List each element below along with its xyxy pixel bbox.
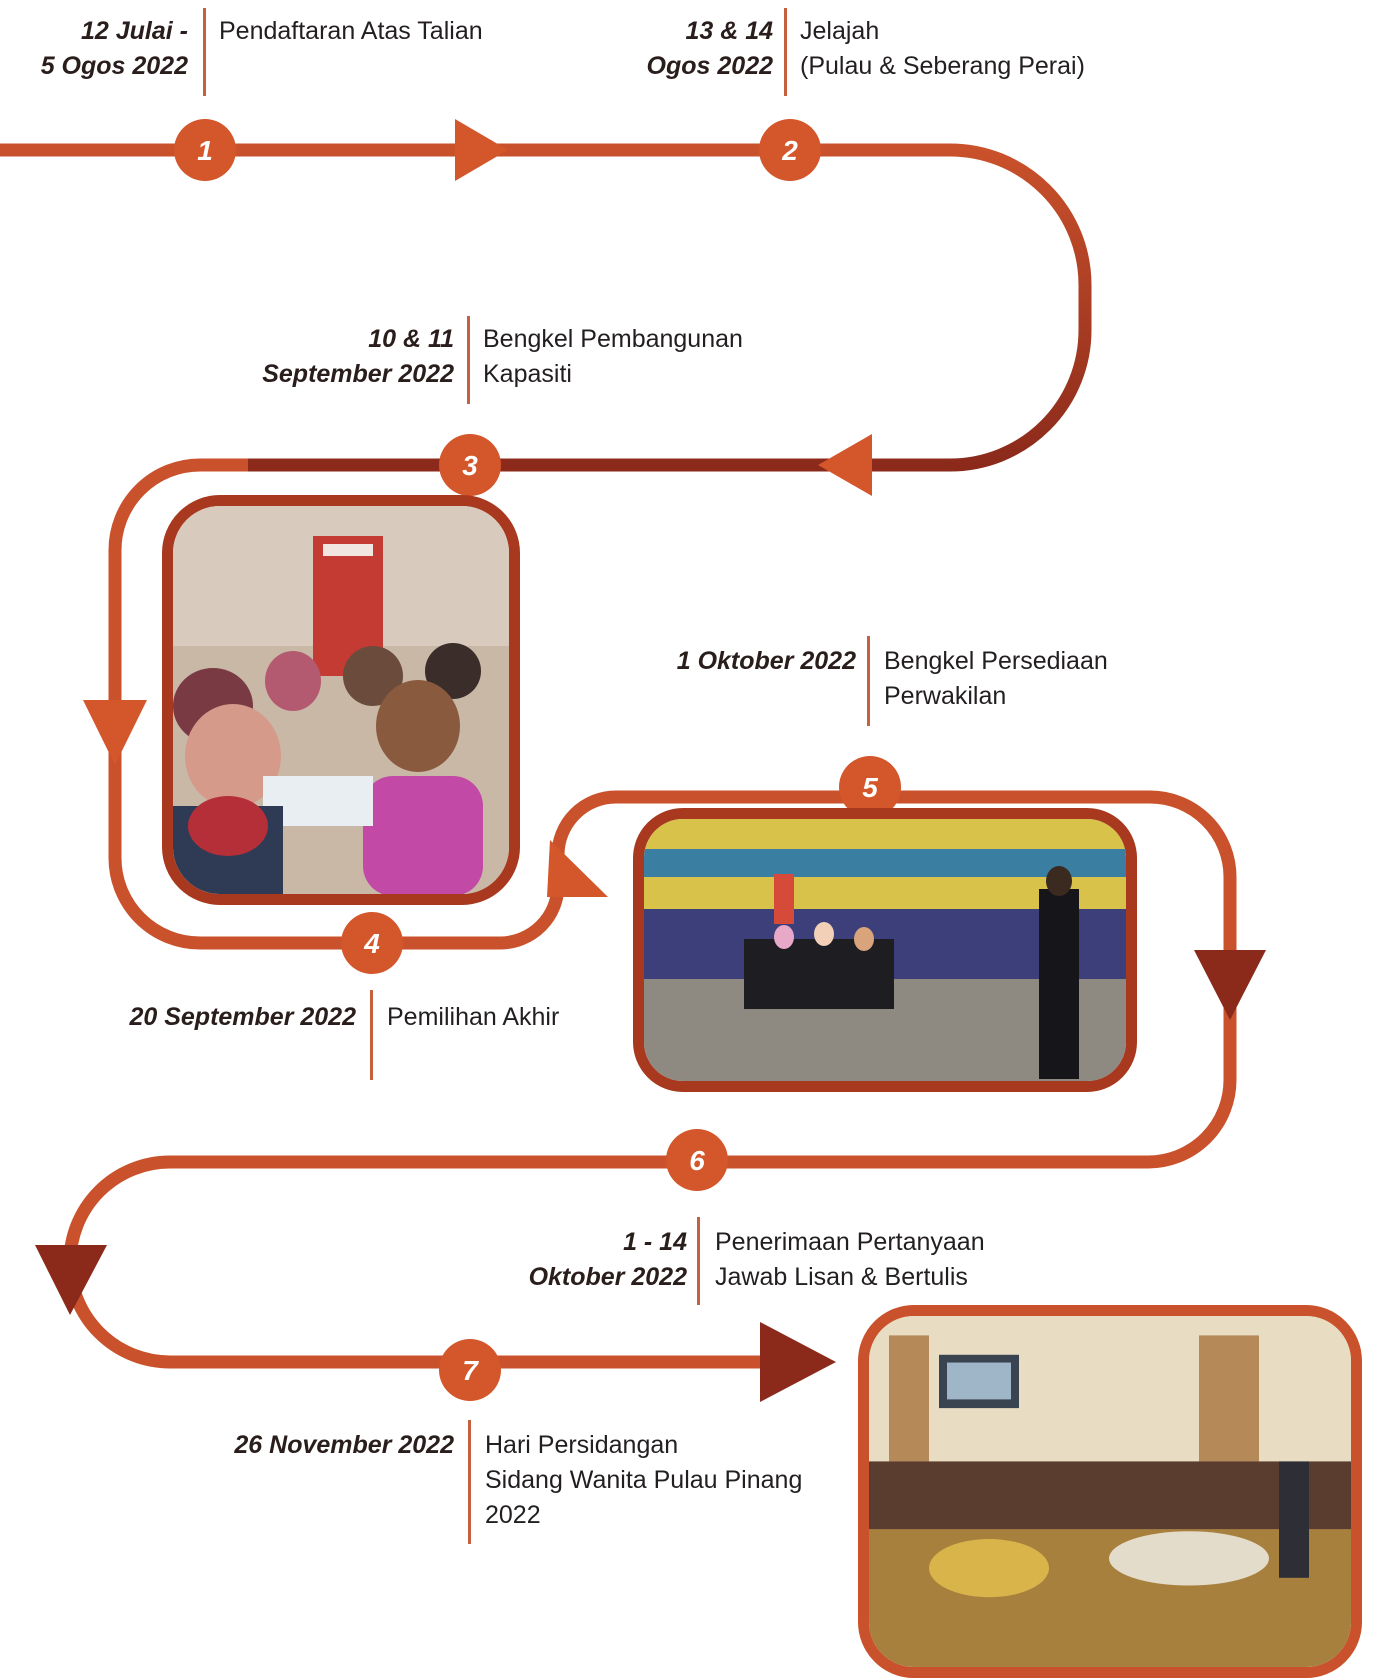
milestone-date: 26 November 2022 [234,1428,454,1463]
desc-line: Sidang Wanita Pulau Pinang [485,1466,803,1494]
date-line: Oktober 2022 [528,1263,687,1291]
milestone-description: Bengkel Persediaan Perwakilan [884,644,1108,714]
milestone-badge-1: 1 [174,119,236,181]
badge-number: 2 [781,135,798,166]
desc-line: Perwakilan [884,682,1007,710]
arrow-up-icon [547,840,608,897]
milestone-badge-7: 7 [439,1339,501,1401]
desc-line: Pemilihan Akhir [387,1003,560,1031]
badge-number: 6 [689,1145,705,1176]
milestone-badge-6: 6 [666,1129,728,1191]
milestone-badge-4: 4 [341,912,403,974]
date-line: 5 Ogos 2022 [40,52,188,80]
date-line: 20 September 2022 [129,1003,356,1031]
badge-number: 3 [462,450,478,481]
milestone-description: Pemilihan Akhir [387,1000,559,1035]
milestone-date: 1 Oktober 2022 [677,644,856,679]
milestone-date: 12 Julai - 5 Ogos 2022 [41,14,188,84]
badge-number: 5 [862,772,878,803]
milestone-date: 13 & 14 Ogos 2022 [647,14,773,84]
desc-line: (Pulau & Seberang Perai) [800,52,1085,80]
desc-line: Bengkel Pembangunan [483,325,743,353]
badge-number: 7 [462,1355,479,1386]
milestone-description: Penerimaan Pertanyaan Jawab Lisan & Bert… [715,1225,985,1295]
desc-line: Bengkel Persediaan [884,647,1108,675]
date-line: Ogos 2022 [646,52,773,80]
arrow-down-icon [83,700,147,765]
photo-image [869,1316,1351,1667]
date-line: September 2022 [262,360,454,388]
date-line: 10 & 11 [368,325,454,353]
milestone-description: Bengkel Pembangunan Kapasiti [483,322,743,392]
desc-line: 2022 [485,1501,541,1529]
arrow-right-icon [455,119,508,181]
milestone-divider [784,8,787,96]
date-line: 1 - 14 [623,1228,687,1256]
path-segment-left-loop [63,458,1237,1369]
milestone-date: 20 September 2022 [129,1000,356,1035]
arrow-down-icon [35,1245,107,1315]
photo-image [644,819,1126,1081]
milestone-divider [697,1217,700,1305]
badge-number: 4 [363,928,380,959]
date-line: 13 & 14 [685,17,773,45]
milestone-description: Hari Persidangan Sidang Wanita Pulau Pin… [485,1428,802,1533]
desc-line: Jawab Lisan & Bertulis [715,1263,968,1291]
badge-number: 1 [197,135,213,166]
milestone-divider [468,1420,471,1544]
path-segment-top [0,143,1092,472]
milestone-divider [867,636,870,726]
milestone-divider [467,316,470,404]
date-line: 12 Julai - [81,17,188,45]
milestone-date: 1 - 14 Oktober 2022 [529,1225,687,1295]
milestone-divider [203,8,206,96]
auditorium-session-photo [633,808,1137,1092]
milestone-badge-3: 3 [439,434,501,496]
desc-line: Pendaftaran Atas Talian [219,17,483,45]
milestone-description: Pendaftaran Atas Talian [219,14,483,49]
milestone-date: 10 & 11 September 2022 [262,322,454,392]
milestone-divider [370,990,373,1080]
desc-line: Kapasiti [483,360,572,388]
photo-image [173,506,509,894]
desc-line: Penerimaan Pertanyaan [715,1228,985,1256]
milestone-badge-2: 2 [759,119,821,181]
arrow-right-icon [760,1322,836,1402]
desc-line: Jelajah [800,17,880,45]
assembly-hall-photo [858,1305,1362,1678]
date-line: 1 Oktober 2022 [676,647,856,675]
milestone-badge-5: 5 [839,756,901,818]
arrow-down-icon [1194,950,1266,1020]
milestone-description: Jelajah (Pulau & Seberang Perai) [800,14,1085,84]
workshop-audience-photo [162,495,520,905]
arrow-left-icon [818,434,872,496]
desc-line: Hari Persidangan [485,1431,679,1459]
date-line: 26 November 2022 [234,1431,454,1459]
